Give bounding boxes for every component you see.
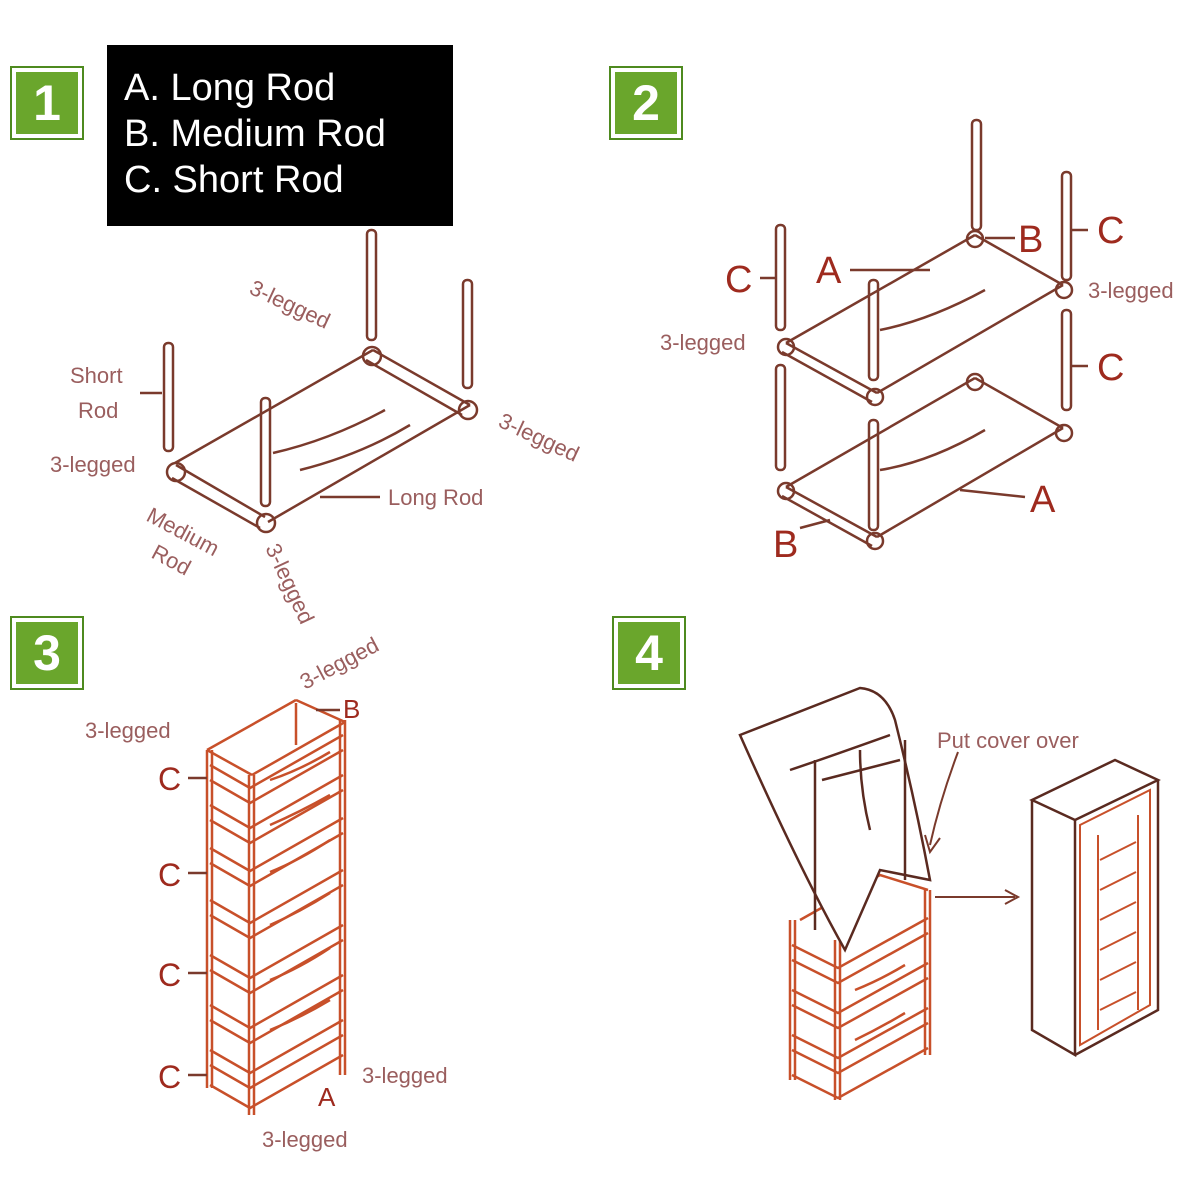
label-b: B [773, 524, 798, 566]
three-legged-label: 3-legged [296, 632, 383, 694]
legend-item-long-rod: A. Long Rod [124, 67, 336, 109]
long-rod-label: Long Rod [388, 485, 483, 510]
three-legged-label: 3-legged [50, 452, 136, 477]
three-legged-label: 3-legged [246, 275, 334, 334]
step-2-badge: 2 [609, 66, 683, 140]
step-4-drawing [738, 686, 1161, 1100]
short-rod-label: Short [70, 363, 123, 388]
step-3-badge: 3 [10, 616, 84, 690]
label-c: C [158, 1059, 181, 1095]
label-b: B [343, 694, 360, 724]
three-legged-label: 3-legged [262, 1127, 348, 1152]
rod-leg-icon [365, 228, 378, 342]
label-b: B [1018, 219, 1043, 261]
label-c: C [1097, 210, 1124, 252]
three-legged-label: 3-legged [85, 718, 171, 743]
step-1-labels: 3-legged 3-legged 3-legged 3-legged 3-le… [50, 275, 583, 695]
label-c: C [158, 957, 181, 993]
three-legged-label: 3-legged [362, 1063, 448, 1088]
step-3-labels: B C C C C A 3-legged 3-legged 3-legged [85, 694, 448, 1152]
label-c: C [158, 857, 181, 893]
step-3-shelves [209, 733, 344, 1110]
rod-legend: A. Long Rod B. Medium Rod C. Short Rod [107, 45, 453, 226]
label-c: C [1097, 347, 1124, 389]
step-1-badge: 1 [10, 66, 84, 140]
three-legged-label: 3-legged [495, 408, 583, 467]
legend-item-medium-rod: B. Medium Rod [124, 113, 386, 155]
three-legged-label: 3-legged [660, 330, 746, 355]
short-rod-label: Rod [78, 398, 118, 423]
rod-leg-icon [461, 278, 474, 390]
rod-leg-icon [259, 396, 272, 508]
label-c: C [158, 761, 181, 797]
legend-item-short-rod: C. Short Rod [124, 159, 344, 201]
step-2-drawing [760, 118, 1088, 551]
step-4-labels: Put cover over [937, 728, 1079, 753]
put-cover-over-label: Put cover over [937, 728, 1079, 753]
label-a: A [816, 250, 842, 292]
step-4-badge: 4 [612, 616, 686, 690]
three-legged-label: 3-legged [1088, 278, 1174, 303]
label-c: C [725, 259, 752, 301]
label-a: A [318, 1082, 336, 1112]
label-a: A [1030, 479, 1056, 521]
step-1-drawing [140, 228, 479, 534]
step-2-labels: C C C A A B B 3-legged 3-legged [660, 210, 1174, 566]
step-3-drawing [188, 698, 347, 1115]
three-legged-label: 3-legged [260, 540, 319, 628]
rod-leg-icon [162, 341, 175, 453]
